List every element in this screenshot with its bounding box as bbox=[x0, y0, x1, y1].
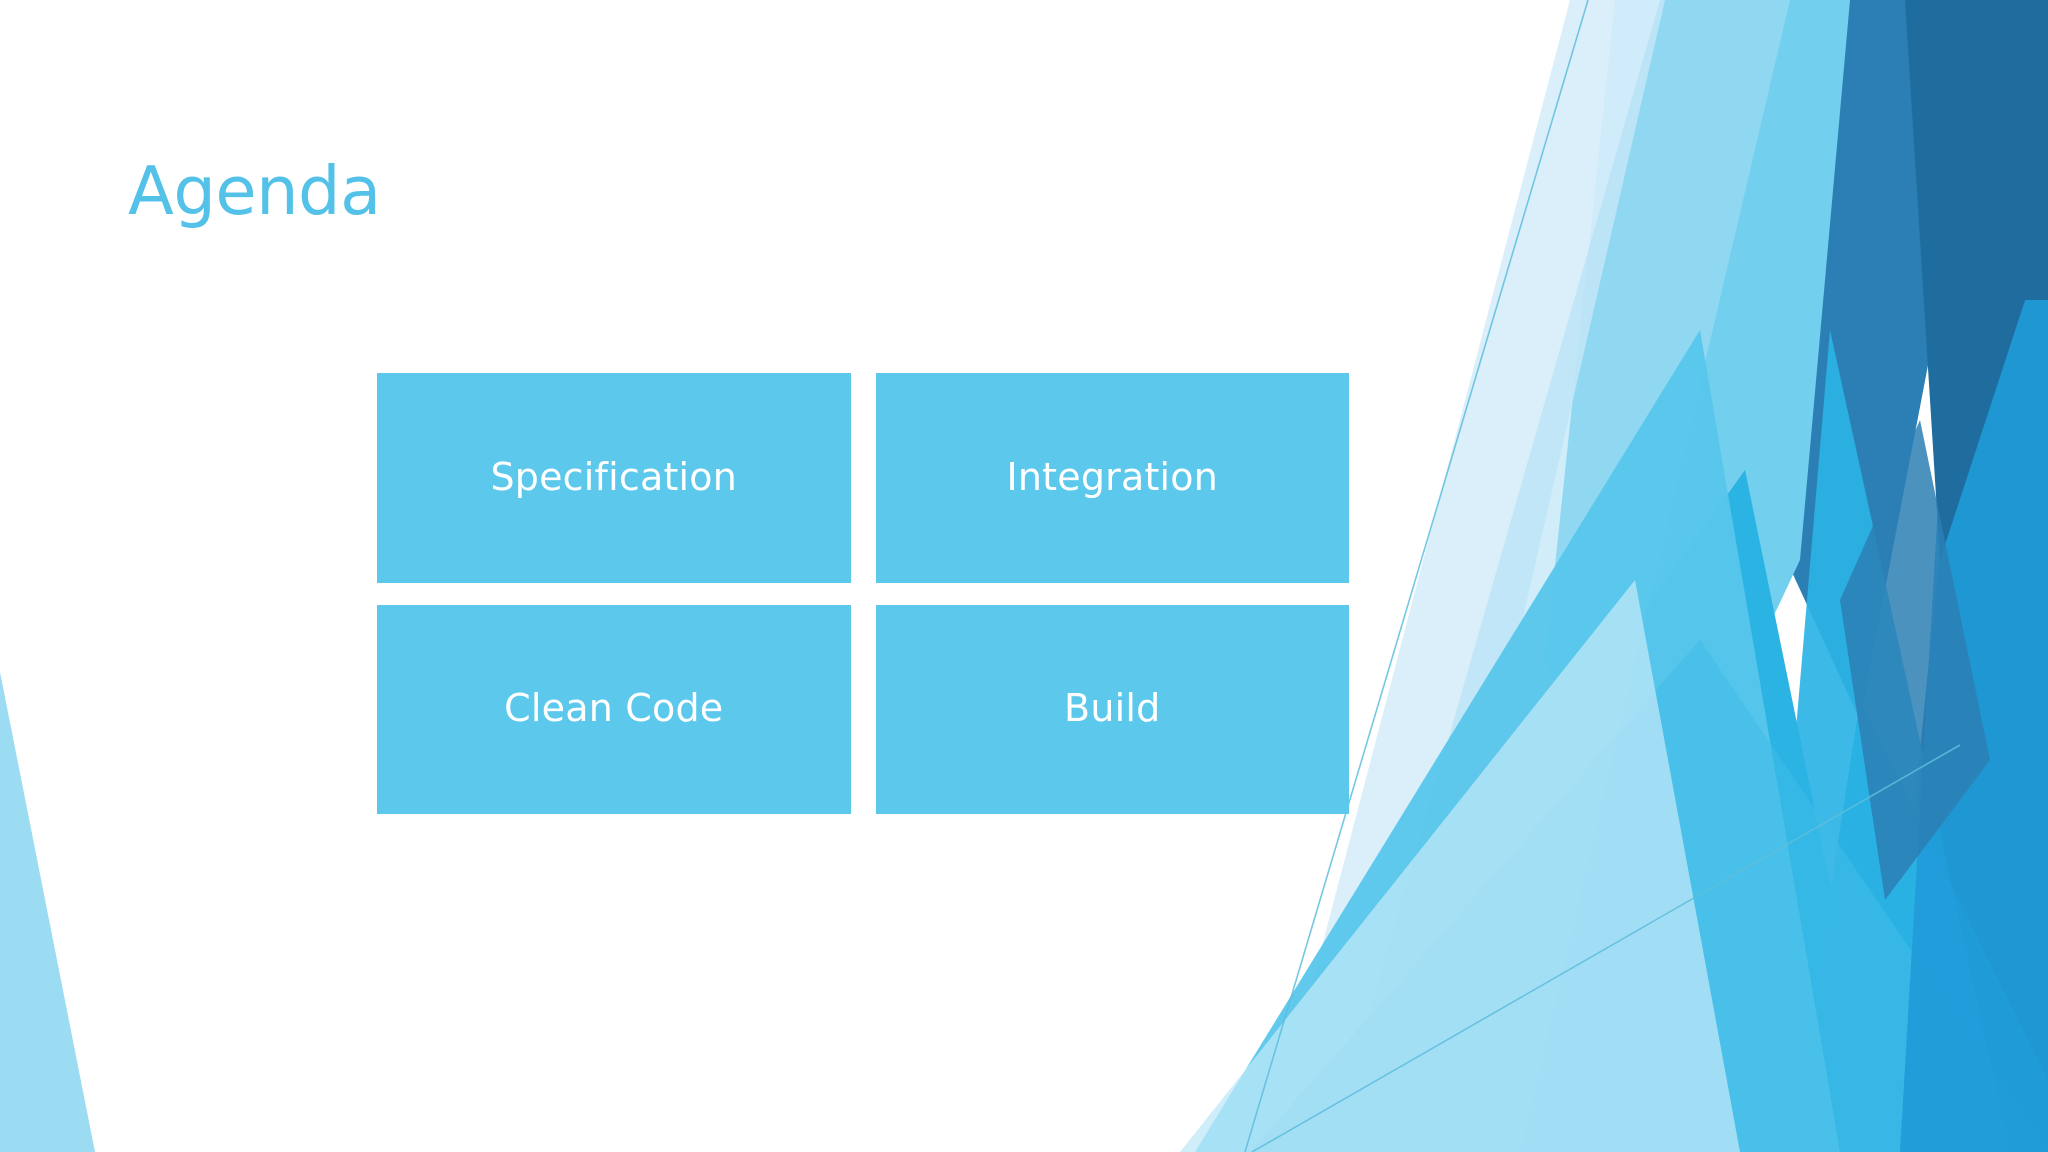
deco-shape-right-column bbox=[1900, 300, 2048, 1152]
deco-shape-dark-right bbox=[1880, 0, 2048, 1152]
deco-shape-bottom-left-wedge bbox=[0, 672, 95, 1152]
deco-shape-dark-accent bbox=[1905, 0, 2048, 560]
agenda-card-label: Integration bbox=[1006, 454, 1219, 499]
deco-shape-bright-body bbox=[1460, 470, 1885, 1152]
deco-hairline-diagonal bbox=[1251, 744, 1961, 1152]
deco-shape-dark-notch bbox=[1840, 420, 1990, 900]
agenda-card-label: Build bbox=[1064, 686, 1161, 731]
deco-shape-steel-wedge bbox=[1745, 0, 1998, 720]
agenda-card-build[interactable]: Build bbox=[875, 604, 1349, 814]
deco-shape-light-sheet bbox=[1330, 0, 1790, 1152]
agenda-card-label: Clean Code bbox=[504, 686, 724, 731]
agenda-card-grid: Specification Integration Clean Code Bui… bbox=[377, 373, 1349, 814]
deco-shape-sky-panel bbox=[1545, 0, 1850, 900]
agenda-card-integration[interactable]: Integration bbox=[875, 373, 1349, 583]
agenda-card-clean-code[interactable]: Clean Code bbox=[377, 604, 851, 814]
agenda-card-specification[interactable]: Specification bbox=[377, 373, 851, 583]
deco-shape-deep-triangle bbox=[1760, 330, 2010, 1152]
page-title: Agenda bbox=[128, 151, 381, 230]
deco-shape-deep-pillar bbox=[1790, 700, 2048, 1152]
agenda-card-label: Specification bbox=[490, 454, 738, 499]
deco-shape-cross-overlay bbox=[1250, 640, 2048, 1152]
